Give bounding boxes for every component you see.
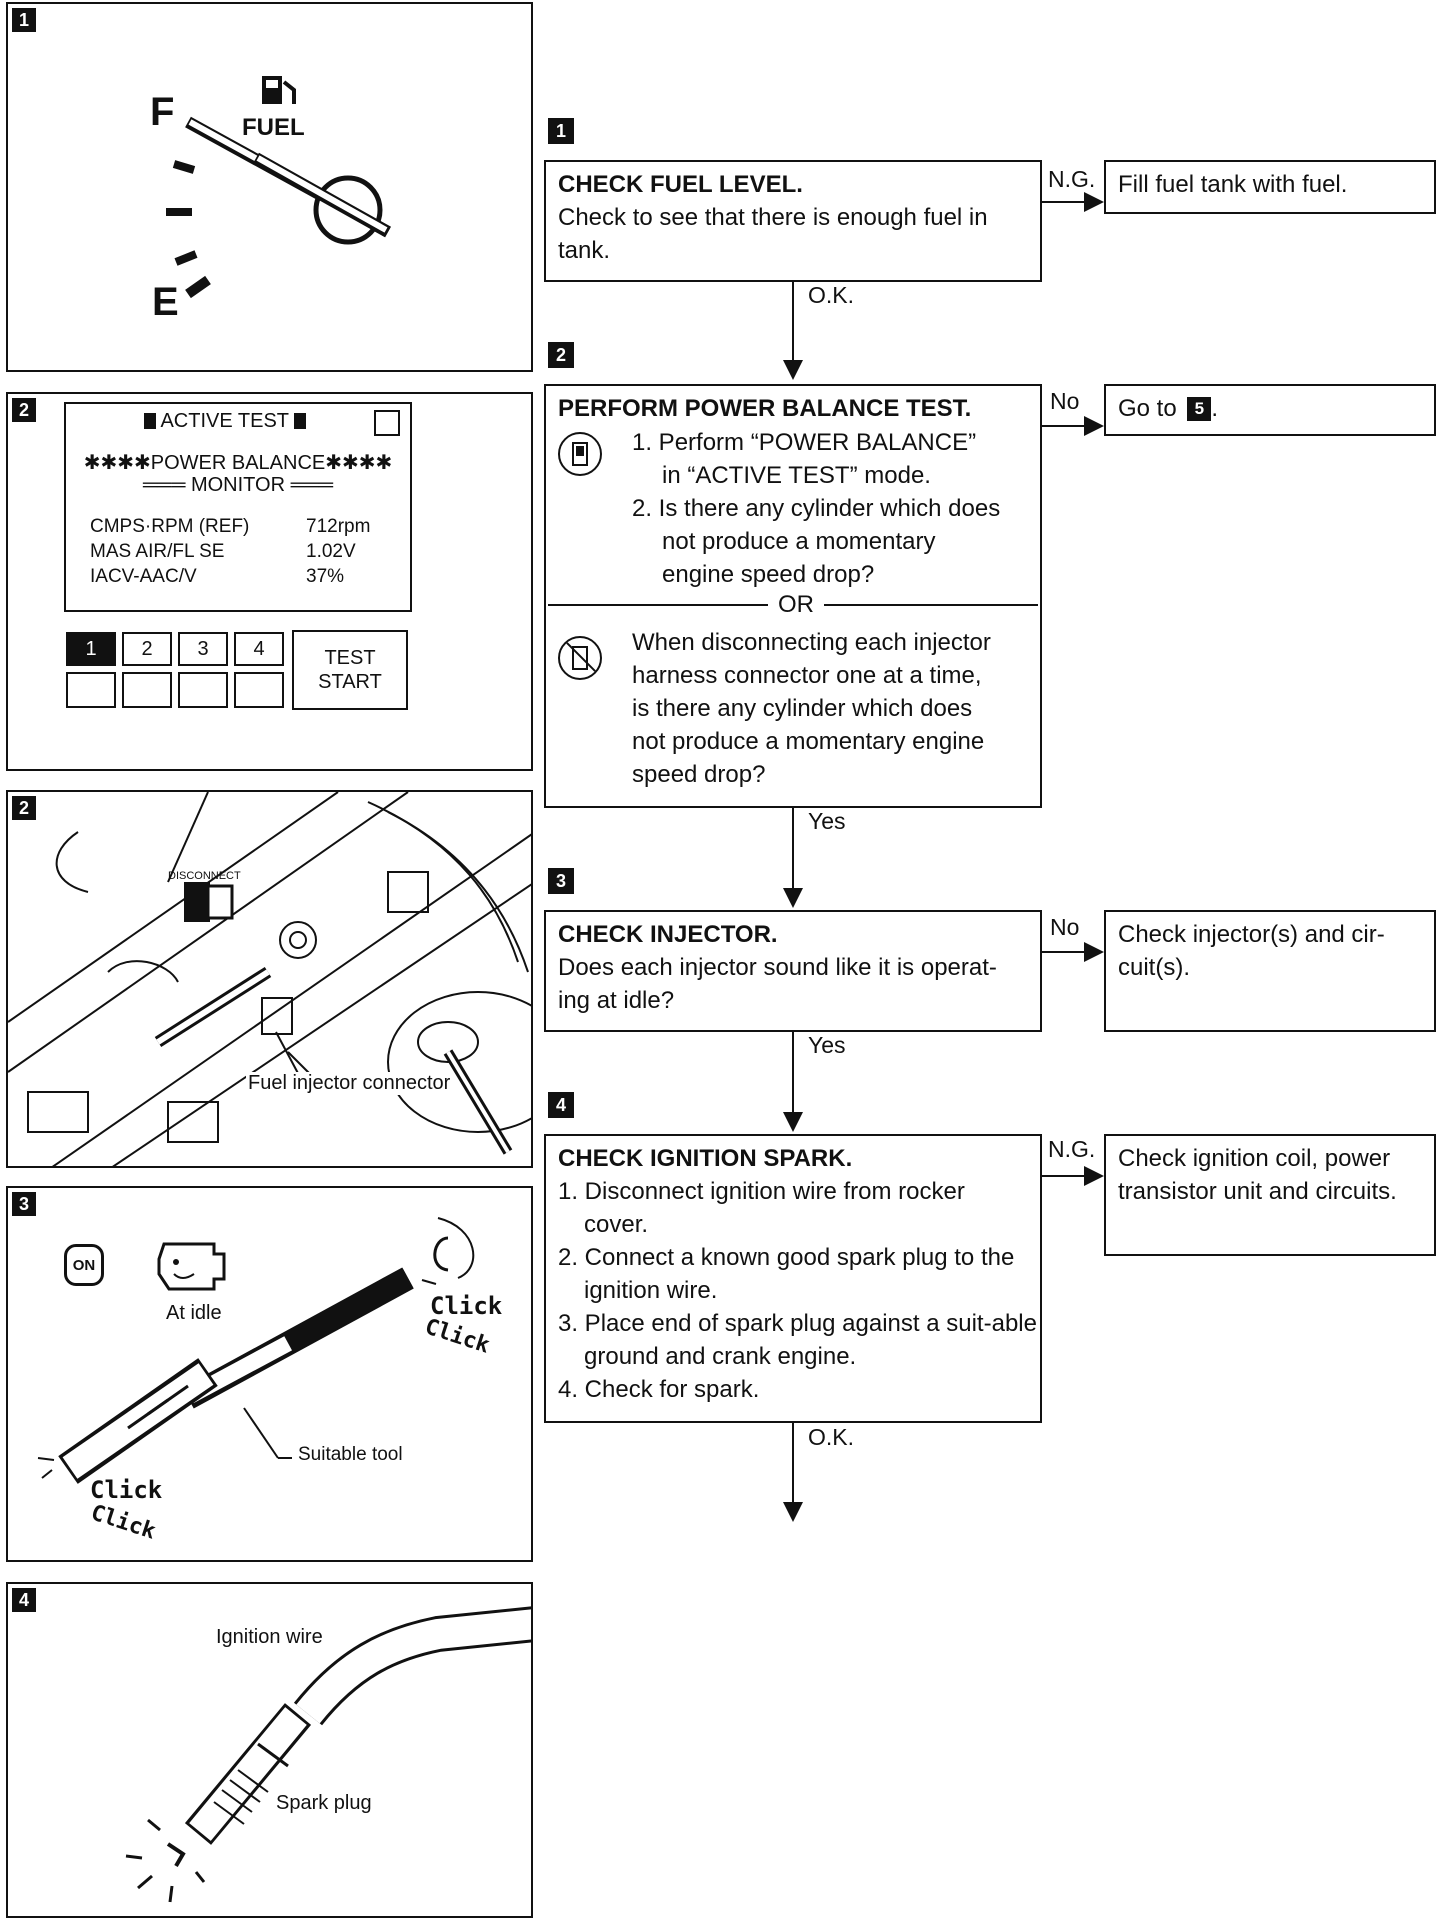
no-consult-icon: [558, 636, 602, 680]
step-text: Check to see that there is enough fuel i…: [558, 204, 988, 231]
result-text: Go to: [1118, 395, 1177, 422]
monitor-row: CMPS·RPM (REF)712rpm: [90, 516, 371, 537]
step-title: CHECK INJECTOR.: [558, 921, 778, 948]
click-label: Click: [430, 1292, 503, 1320]
spark-plug-illustration: [125, 1606, 531, 1903]
consult-screen: ACTIVE TEST ✱✱✱✱POWER BALANCE✱✱✱✱ ═══ MO…: [64, 402, 412, 612]
step-reference: 5: [1187, 397, 1212, 421]
suitable-tool-label: Suitable tool: [298, 1444, 403, 1465]
blank-key[interactable]: [178, 672, 228, 708]
click-label: Click: [90, 1476, 163, 1504]
fuel-gauge-illustration: [166, 76, 391, 299]
result-text: Check injector(s) and cir-: [1118, 921, 1385, 948]
test-start-button[interactable]: TEST START: [292, 630, 408, 710]
monitor-heading: ═══ MONITOR ═══: [142, 474, 334, 496]
injector-sound-panel: 3 ON At idle Click Click Click Click Sui…: [6, 1186, 533, 1562]
ng-label: N.G.: [1048, 1136, 1096, 1162]
check-ignition-spark-box: CHECK IGNITION SPARK. 1. Disconnect igni…: [544, 1134, 1042, 1423]
spark-plug-panel: 4 Ignition wire Spark plug: [6, 1582, 533, 1918]
step-text: When disconnecting each injector: [632, 629, 991, 656]
fuel-injector-connector-label: Fuel injector connector: [246, 1072, 453, 1095]
power-balance-test-box: PERFORM POWER BALANCE TEST. 1. Perform “…: [544, 384, 1042, 808]
panel-number: 2: [12, 398, 36, 422]
step-text: tank.: [558, 237, 611, 264]
blank-key[interactable]: [122, 672, 172, 708]
go-to-step-box: Go to 5.: [1104, 384, 1436, 436]
step-title: PERFORM POWER BALANCE TEST.: [558, 395, 972, 422]
step-text: 4. Check for spark.: [558, 1376, 760, 1403]
step-text: is there any cylinder which does: [632, 695, 973, 722]
consult-icon: [558, 432, 602, 476]
ignition-key-icon: ON: [64, 1244, 104, 1286]
step-number: 1: [548, 118, 574, 144]
power-balance-heading: ✱✱✱✱POWER BALANCE✱✱✱✱: [83, 452, 393, 474]
panel-number: 2: [12, 796, 36, 820]
step-text: 1. Disconnect ignition wire from rocker …: [558, 1178, 965, 1238]
cylinder-key-2[interactable]: 2: [122, 632, 172, 666]
result-text: cuit(s).: [1118, 954, 1190, 981]
result-text: transistor unit and circuits.: [1118, 1178, 1397, 1205]
check-ignition-coil-box: Check ignition coil, power transistor un…: [1104, 1134, 1436, 1256]
step-text: speed drop?: [632, 761, 766, 788]
fuel-label: FUEL: [242, 114, 305, 141]
no-label: No: [1050, 388, 1080, 414]
step-text: 1. Perform “POWER BALANCE”: [632, 429, 977, 456]
step-number: 2: [548, 342, 574, 368]
ignition-wire-label: Ignition wire: [216, 1626, 323, 1648]
disconnect-label: DISCONNECT: [168, 870, 241, 882]
step-number: 4: [548, 1092, 574, 1118]
cylinder-key-4[interactable]: 4: [234, 632, 284, 666]
panel-number: 4: [12, 1588, 36, 1612]
check-injector-box: CHECK INJECTOR. Does each injector sound…: [544, 910, 1042, 1032]
yes-label: Yes: [808, 1032, 846, 1058]
or-label: OR: [768, 588, 824, 621]
step-text: not produce a momentary engine: [632, 728, 985, 755]
fuel-gauge-panel: 1 F E FUEL: [6, 2, 533, 372]
step-text: 2. Connect a known good spark plug to th…: [558, 1244, 1015, 1304]
spark-plug-label: Spark plug: [276, 1792, 372, 1814]
check-fuel-level-box: CHECK FUEL LEVEL. Check to see that ther…: [544, 160, 1042, 282]
screen-checkbox: [374, 410, 400, 436]
step-text: 3. Place end of spark plug against a sui…: [558, 1310, 1037, 1370]
result-text: Check ignition coil, power: [1118, 1145, 1391, 1172]
alternative-check: When disconnecting each injector harness…: [632, 626, 991, 791]
fill-fuel-box: Fill fuel tank with fuel.: [1104, 160, 1436, 214]
step-number: 3: [548, 868, 574, 894]
active-test-panel: 2 ACTIVE TEST ✱✱✱✱POWER BALANCE✱✱✱✱ ═══ …: [6, 392, 533, 771]
step-text: Does each injector sound like it is oper…: [558, 954, 997, 981]
at-idle-label: At idle: [166, 1302, 222, 1324]
step-text: ing at idle?: [558, 987, 675, 1014]
ok-label: O.K.: [808, 282, 855, 308]
no-label: No: [1050, 914, 1080, 940]
gauge-full-label: F: [150, 90, 175, 134]
step-text: in “ACTIVE TEST” mode.: [662, 462, 931, 489]
blank-key[interactable]: [234, 672, 284, 708]
gauge-empty-label: E: [152, 280, 179, 324]
engine-idle-icon: [157, 1242, 226, 1291]
injector-connector-panel: 2 DISCONNECT: [6, 790, 533, 1168]
result-text: Fill fuel tank with fuel.: [1118, 171, 1348, 198]
consult-steps: 1. Perform “POWER BALANCE” in “ACTIVE TE…: [632, 426, 1000, 591]
check-injector-circuit-box: Check injector(s) and cir- cuit(s).: [1104, 910, 1436, 1032]
ng-label: N.G.: [1048, 166, 1096, 192]
step-title: CHECK IGNITION SPARK.: [558, 1145, 853, 1172]
cylinder-key-3[interactable]: 3: [178, 632, 228, 666]
ok-label: O.K.: [808, 1424, 855, 1450]
step-text: 2. Is there any cylinder which does: [632, 495, 1001, 522]
injector-tool-illustration: [37, 1217, 475, 1484]
step-text: not produce a momentary: [662, 528, 936, 555]
cylinder-key-1[interactable]: 1: [66, 632, 116, 666]
engine-illustration: [8, 792, 531, 1166]
panel-number: 3: [12, 1192, 36, 1216]
yes-label: Yes: [808, 808, 846, 834]
panel-number: 1: [12, 8, 36, 32]
blank-key[interactable]: [66, 672, 116, 708]
step-text: harness connector one at a time,: [632, 662, 982, 689]
active-test-title: ACTIVE TEST: [144, 410, 307, 433]
step-title: CHECK FUEL LEVEL.: [558, 171, 803, 198]
step-text: engine speed drop?: [662, 561, 875, 588]
